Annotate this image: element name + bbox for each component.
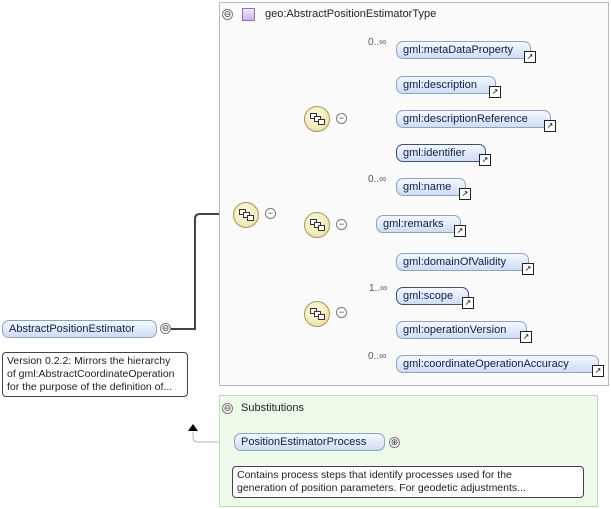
sequence-icon[interactable] [304, 212, 330, 238]
substitutions-collapse-icon[interactable]: ⊖ [222, 403, 233, 414]
sequence-collapse-icon[interactable]: − [336, 219, 347, 230]
element-metadataproperty[interactable]: gml:metaDataProperty ↗ [396, 41, 536, 63]
complex-type-icon [242, 8, 255, 21]
substitution-annotation-line-2: generation of position parameters. For g… [237, 482, 526, 494]
element-label: gml:name [403, 181, 452, 193]
root-element[interactable]: AbstractPositionEstimator [2, 320, 157, 338]
element-remarks[interactable]: gml:remarks ↗ [376, 215, 466, 237]
reference-arrow-icon[interactable]: ↗ [454, 225, 466, 237]
type-title: geo:AbstractPositionEstimatorType [265, 8, 437, 20]
substitutions-title: Substitutions [241, 402, 304, 414]
element-label: gml:identifier [403, 147, 466, 159]
element-operationversion[interactable]: gml:operationVersion ↗ [396, 321, 532, 343]
element-descriptionreference[interactable]: gml:descriptionReference ↗ [396, 110, 556, 132]
sequence-icon[interactable] [233, 202, 259, 228]
sequence-collapse-icon[interactable]: − [265, 208, 276, 219]
element-label: gml:scope [403, 290, 454, 302]
element-label: gml:remarks [383, 218, 444, 230]
reference-arrow-icon[interactable]: ↗ [524, 51, 536, 63]
sequence-icon[interactable] [304, 106, 330, 132]
root-annotation: Version 0.2.2: Mirrors the hierarchy of … [2, 352, 188, 397]
element-name[interactable]: gml:name ↗ [396, 178, 471, 200]
sequence-icon[interactable] [304, 301, 330, 327]
element-label: gml:operationVersion [403, 324, 507, 336]
substitution-element[interactable]: PositionEstimatorProcess [234, 433, 385, 451]
element-label: gml:descriptionReference [403, 113, 528, 125]
element-scope[interactable]: gml:scope ↗ [396, 287, 474, 309]
root-annotation-line-3: for the purpose of the definition of... [7, 381, 173, 393]
reference-arrow-icon[interactable]: ↗ [479, 154, 491, 166]
cardinality-label: 0..∞ [368, 351, 387, 362]
root-annotation-line-2: of gml:AbstractCoordinateOperation [7, 368, 175, 380]
substitution-expand-icon[interactable]: ⊕ [389, 437, 400, 448]
substitution-annotation: Contains process steps that identify pro… [232, 466, 584, 498]
element-label: gml:metaDataProperty [403, 44, 514, 56]
reference-arrow-icon[interactable]: ↗ [459, 188, 471, 200]
sequence-collapse-icon[interactable]: − [336, 113, 347, 124]
type-collapse-icon[interactable]: ⊖ [222, 9, 233, 20]
cardinality-label: 0..∞ [368, 37, 387, 48]
sequence-collapse-icon[interactable]: − [336, 307, 347, 318]
cardinality-label: 0..∞ [368, 174, 387, 185]
reference-arrow-icon[interactable]: ↗ [592, 365, 604, 377]
element-label: gml:domainOfValidity [403, 256, 507, 268]
element-domainofvalidity[interactable]: gml:domainOfValidity ↗ [396, 253, 534, 275]
element-description[interactable]: gml:description ↗ [396, 76, 501, 98]
element-coordinateoperationaccuracy[interactable]: gml:coordinateOperationAccuracy ↗ [396, 355, 604, 377]
element-label: gml:description [403, 79, 477, 91]
root-annotation-line-1: Version 0.2.2: Mirrors the hierarchy [7, 355, 171, 367]
reference-arrow-icon[interactable]: ↗ [522, 263, 534, 275]
substitution-annotation-line-1: Contains process steps that identify pro… [237, 469, 512, 481]
element-label: gml:coordinateOperationAccuracy [403, 358, 569, 370]
reference-arrow-icon[interactable]: ↗ [544, 120, 556, 132]
reference-arrow-icon[interactable]: ↗ [462, 297, 474, 309]
reference-arrow-icon[interactable]: ↗ [489, 86, 501, 98]
root-collapse-icon[interactable]: ⊖ [160, 323, 171, 334]
element-identifier[interactable]: gml:identifier ↗ [396, 144, 491, 166]
cardinality-label: 1..∞ [369, 283, 388, 294]
reference-arrow-icon[interactable]: ↗ [520, 331, 532, 343]
